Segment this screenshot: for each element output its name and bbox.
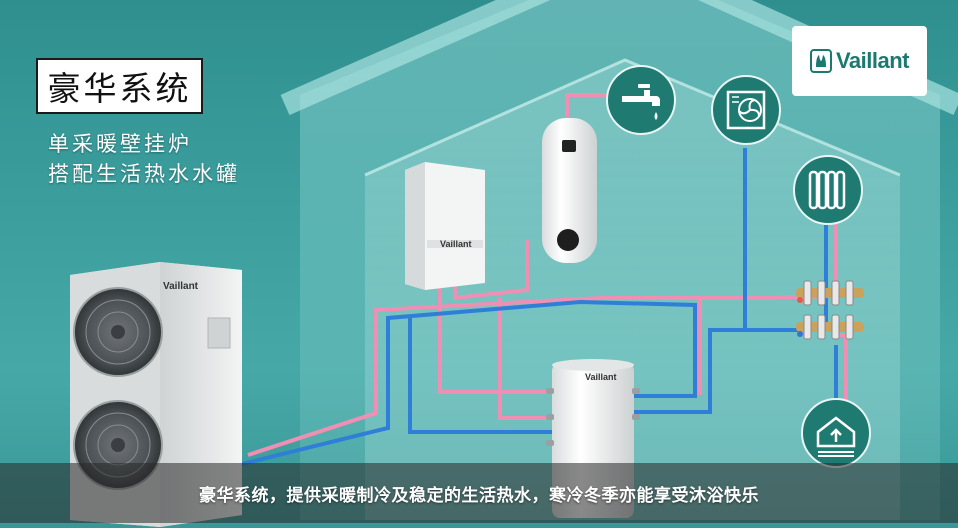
hot-water-cylinder — [542, 118, 597, 263]
heat-pump-brand-label: Vaillant — [163, 281, 199, 292]
brand-logo: Vaillant — [792, 26, 927, 96]
wall-hung-boiler — [405, 162, 485, 290]
ventilation-fan-icon — [711, 75, 781, 145]
caption-bar: 豪华系统，提供采暖制冷及稳定的生活热水，寒冷冬季亦能享受沐浴快乐 — [0, 463, 958, 523]
cold-water-pipes — [237, 148, 838, 467]
boiler-brand-label: Vaillant — [440, 239, 472, 249]
floor-heating-manifold — [796, 280, 864, 340]
vaillant-bunny-icon — [809, 49, 832, 73]
radiator-icon — [793, 155, 863, 225]
subtitle-line-2: 搭配生活热水水罐 — [48, 162, 240, 186]
heat-pump-unit — [70, 262, 242, 527]
caption-text: 豪华系统，提供采暖制冷及稳定的生活热水，寒冷冬季亦能享受沐浴快乐 — [199, 485, 759, 506]
brand-logo-text: Vaillant — [835, 48, 910, 73]
floor-heating-house-icon — [801, 398, 871, 468]
subtitle-line-1: 单采暖壁挂炉 — [48, 132, 192, 156]
water-tap-icon — [606, 65, 676, 135]
buffer-tank-brand-label: Vaillant — [585, 372, 617, 382]
page-title: 豪华系统 — [36, 58, 203, 114]
